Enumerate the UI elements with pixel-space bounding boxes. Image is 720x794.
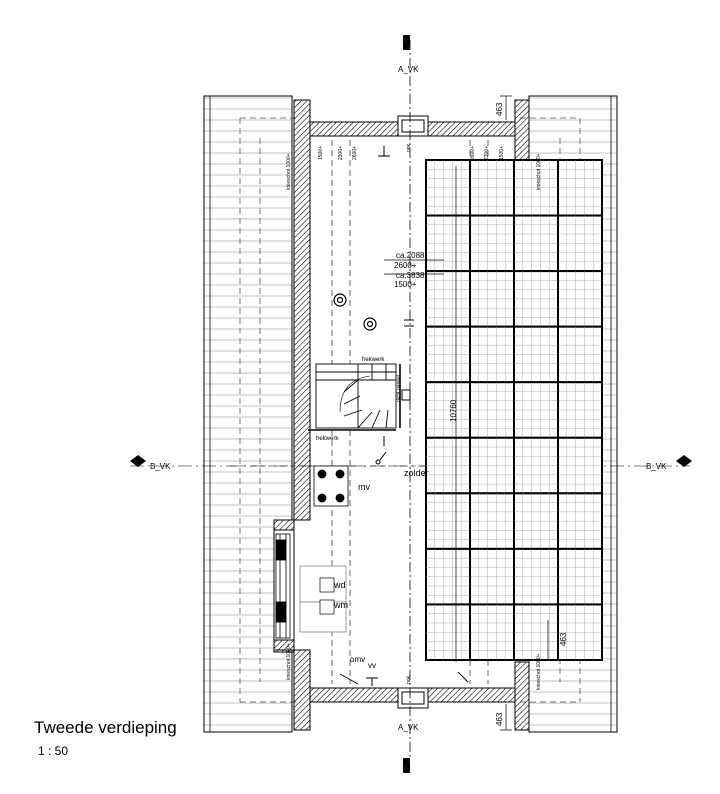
dormer-window-left [275,533,291,639]
roof-left [203,95,293,733]
label-wd: wd [333,580,346,590]
dim-10760: 10760 [449,399,458,422]
solar-panel-array [425,159,603,662]
label-hekwerk-bottom: hekwerk [316,436,339,442]
label-wm: wm [333,600,348,610]
electrical-symbols [339,146,469,686]
dim-1500: 1500+ [394,280,417,289]
stair [308,363,401,431]
dim-463-panel: 463 [559,632,568,646]
label-knieschot-left-top: knieschot 1000+ [286,153,292,190]
section-marker-left [130,455,146,461]
dim-left-2300: 2300+ [338,146,344,160]
section-label-b-left: B_VK [150,462,171,471]
dim-2600: 2600+ [394,261,417,270]
dim-left-2600: 2600+ [352,146,358,160]
dim-ca2088: ca.2088 [396,251,425,260]
laundry-units [299,565,347,633]
label-vv: vv [368,661,376,670]
dim-right-2600: 2600+ [470,146,476,160]
dim-right-2300: 2300+ [484,146,490,160]
dim-463-top: 463 [495,102,504,116]
section-label-a-top: A_VK [398,65,419,74]
plan-labels: A_VK A_VK B_VK B_VK zolder hekwerk hekwe… [150,65,667,732]
label-nok-top: nok [406,143,412,152]
label-mv: mv [358,482,370,492]
room-label-zolder: zolder [404,468,429,478]
section-label-a-bottom: A_VK [398,723,419,732]
mv-unit [313,465,349,507]
section-marker-right [676,455,692,461]
label-knieschot-right-top: knieschot 1000+ [536,153,542,190]
drawing-title: Tweede verdieping [34,718,177,737]
dim-left-1500: 1500+ [318,146,324,160]
label-knieschot-left-bottom: knieschot 1000+ [286,643,292,680]
dim-right-1500: 1500+ [499,146,505,160]
label-dicht-paneel: dicht paneel [396,375,402,402]
vents [333,293,377,331]
section-line-a [403,35,410,773]
dim-463-bottom: 463 [495,712,504,726]
drawing-scale: 1 : 50 [38,744,69,758]
dim-ca3838: ca.3838 [396,271,425,280]
dimension-lines [384,95,549,731]
label-hekwerk-top: hekwerk [362,357,385,363]
label-nok-bottom: nok [406,675,412,684]
section-label-b-right: B_VK [646,462,667,471]
label-omv: omv [350,655,365,664]
label-knieschot-right-bottom: knieschot 1000+ [536,653,542,690]
